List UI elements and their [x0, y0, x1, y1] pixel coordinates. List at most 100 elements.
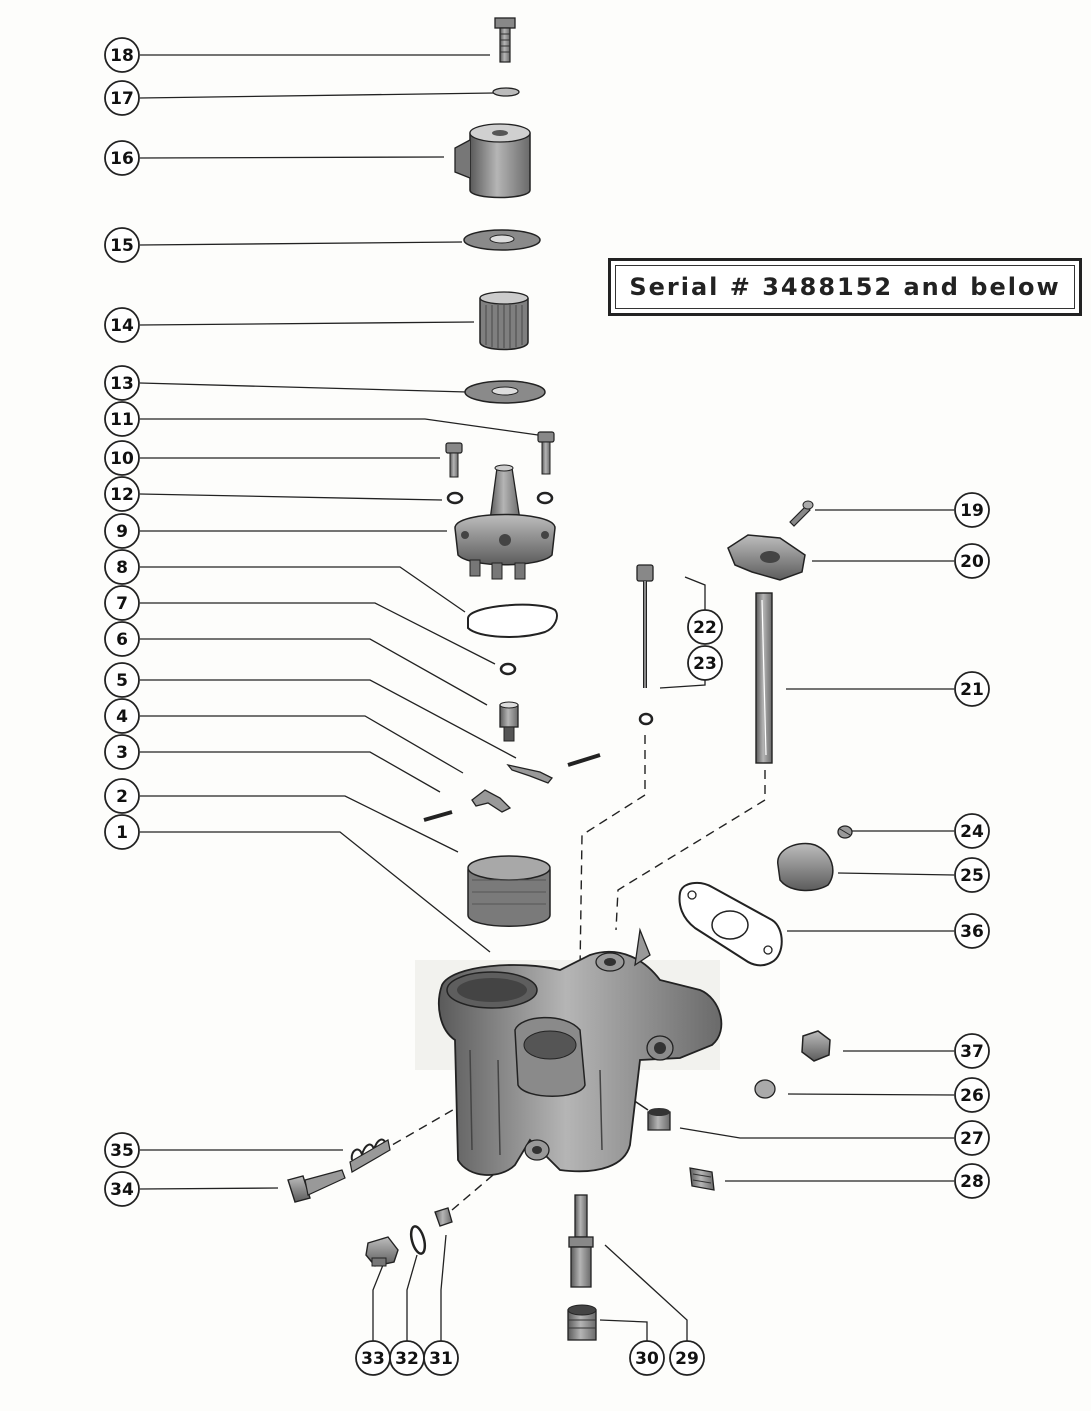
- callout-24: 24: [954, 813, 990, 849]
- callout-label-18: 18: [110, 46, 134, 66]
- callout-23: 23: [687, 645, 723, 681]
- callout-label-9: 9: [116, 522, 128, 542]
- callout-label-28: 28: [960, 1172, 984, 1192]
- callout-9: 9: [104, 513, 140, 549]
- callout-14: 14: [104, 307, 140, 343]
- callout-17: 17: [104, 80, 140, 116]
- callout-label-20: 20: [960, 552, 984, 572]
- callout-label-13: 13: [110, 374, 134, 394]
- part-cover-plate-25: [777, 842, 834, 892]
- callout-label-30: 30: [635, 1349, 659, 1369]
- callout-label-33: 33: [361, 1349, 385, 1369]
- callout-label-10: 10: [110, 449, 134, 469]
- callout-31: 31: [423, 1340, 459, 1376]
- callout-label-16: 16: [110, 149, 134, 169]
- callout-label-19: 19: [960, 501, 984, 521]
- part-nut-37: [801, 1030, 831, 1062]
- callout-label-25: 25: [960, 866, 984, 886]
- part-carburetor-body-1: [415, 927, 723, 1176]
- part-mixture-screw-34: [287, 1169, 346, 1203]
- part-float-arm-4: [471, 763, 554, 813]
- callout-label-22: 22: [693, 618, 717, 638]
- part-lockwasher-12b: [536, 491, 554, 505]
- part-needle-seat-6: [499, 701, 519, 742]
- callout-4: 4: [104, 698, 140, 734]
- callout-label-35: 35: [110, 1141, 134, 1161]
- callout-label-2: 2: [116, 787, 128, 807]
- callout-10: 10: [104, 440, 140, 476]
- part-screw-11: [537, 431, 555, 475]
- callout-label-31: 31: [429, 1349, 453, 1369]
- callout-label-7: 7: [116, 594, 128, 614]
- callout-label-5: 5: [116, 671, 128, 691]
- callout-label-27: 27: [960, 1129, 984, 1149]
- callout-label-37: 37: [960, 1042, 984, 1062]
- part-jet-31: [434, 1207, 453, 1227]
- part-gasket-8: [467, 603, 558, 638]
- callout-label-12: 12: [110, 485, 134, 505]
- callout-label-24: 24: [960, 822, 984, 842]
- callout-37: 37: [954, 1033, 990, 1069]
- callout-22: 22: [687, 609, 723, 645]
- leader-lines: [139, 54, 955, 1355]
- callout-2: 2: [104, 778, 140, 814]
- callout-21: 21: [954, 671, 990, 707]
- callout-label-3: 3: [116, 743, 128, 763]
- part-washer-17: [492, 87, 520, 97]
- part-screw-24: [837, 825, 853, 839]
- callout-13: 13: [104, 365, 140, 401]
- callout-15: 15: [104, 227, 140, 263]
- part-choke-shaft-21: [755, 592, 773, 764]
- callout-11: 11: [104, 401, 140, 437]
- callout-label-4: 4: [116, 707, 128, 727]
- part-screw-18: [494, 17, 516, 63]
- callout-16: 16: [104, 140, 140, 176]
- callout-27: 27: [954, 1120, 990, 1156]
- callout-5: 5: [104, 662, 140, 698]
- part-cover-16: [454, 123, 531, 199]
- part-lockwasher-12a: [446, 491, 464, 505]
- callout-32: 32: [389, 1340, 425, 1376]
- part-oring-32: [409, 1225, 427, 1255]
- part-filter-14: [479, 291, 529, 351]
- callout-30: 30: [629, 1340, 665, 1376]
- part-gasket-13: [464, 380, 546, 404]
- callout-35: 35: [104, 1132, 140, 1168]
- part-pin-5: [567, 753, 601, 767]
- part-screw-10: [445, 442, 463, 478]
- part-oring-23: [638, 712, 654, 726]
- callout-label-21: 21: [960, 680, 984, 700]
- callout-label-23: 23: [693, 654, 717, 674]
- callout-28: 28: [954, 1163, 990, 1199]
- callout-29: 29: [669, 1340, 705, 1376]
- callout-label-14: 14: [110, 316, 134, 336]
- part-pin-3: [423, 810, 453, 822]
- callout-label-6: 6: [116, 630, 128, 650]
- callout-18: 18: [104, 37, 140, 73]
- callout-label-32: 32: [395, 1349, 419, 1369]
- callout-label-36: 36: [960, 922, 984, 942]
- part-screw-19: [789, 500, 814, 527]
- part-choke-lever-20: [727, 534, 806, 581]
- part-needle-22: [636, 564, 654, 688]
- callout-25: 25: [954, 857, 990, 893]
- part-gasket-36: [678, 881, 783, 967]
- part-plug-26: [754, 1079, 776, 1099]
- callout-36: 36: [954, 913, 990, 949]
- callout-7: 7: [104, 585, 140, 621]
- callout-20: 20: [954, 543, 990, 579]
- part-plug-30: [567, 1304, 597, 1341]
- callout-8: 8: [104, 549, 140, 585]
- serial-number-note: Serial # 3488152 and below: [608, 258, 1082, 316]
- callout-34: 34: [104, 1171, 140, 1207]
- part-oring-7: [499, 662, 517, 676]
- callout-label-26: 26: [960, 1086, 984, 1106]
- callout-1: 1: [104, 814, 140, 850]
- callout-label-15: 15: [110, 236, 134, 256]
- part-float-2: [467, 855, 551, 927]
- callout-12: 12: [104, 476, 140, 512]
- callout-3: 3: [104, 734, 140, 770]
- callout-label-11: 11: [110, 410, 134, 430]
- callout-label-29: 29: [675, 1349, 699, 1369]
- part-inlet-body-9: [454, 464, 556, 580]
